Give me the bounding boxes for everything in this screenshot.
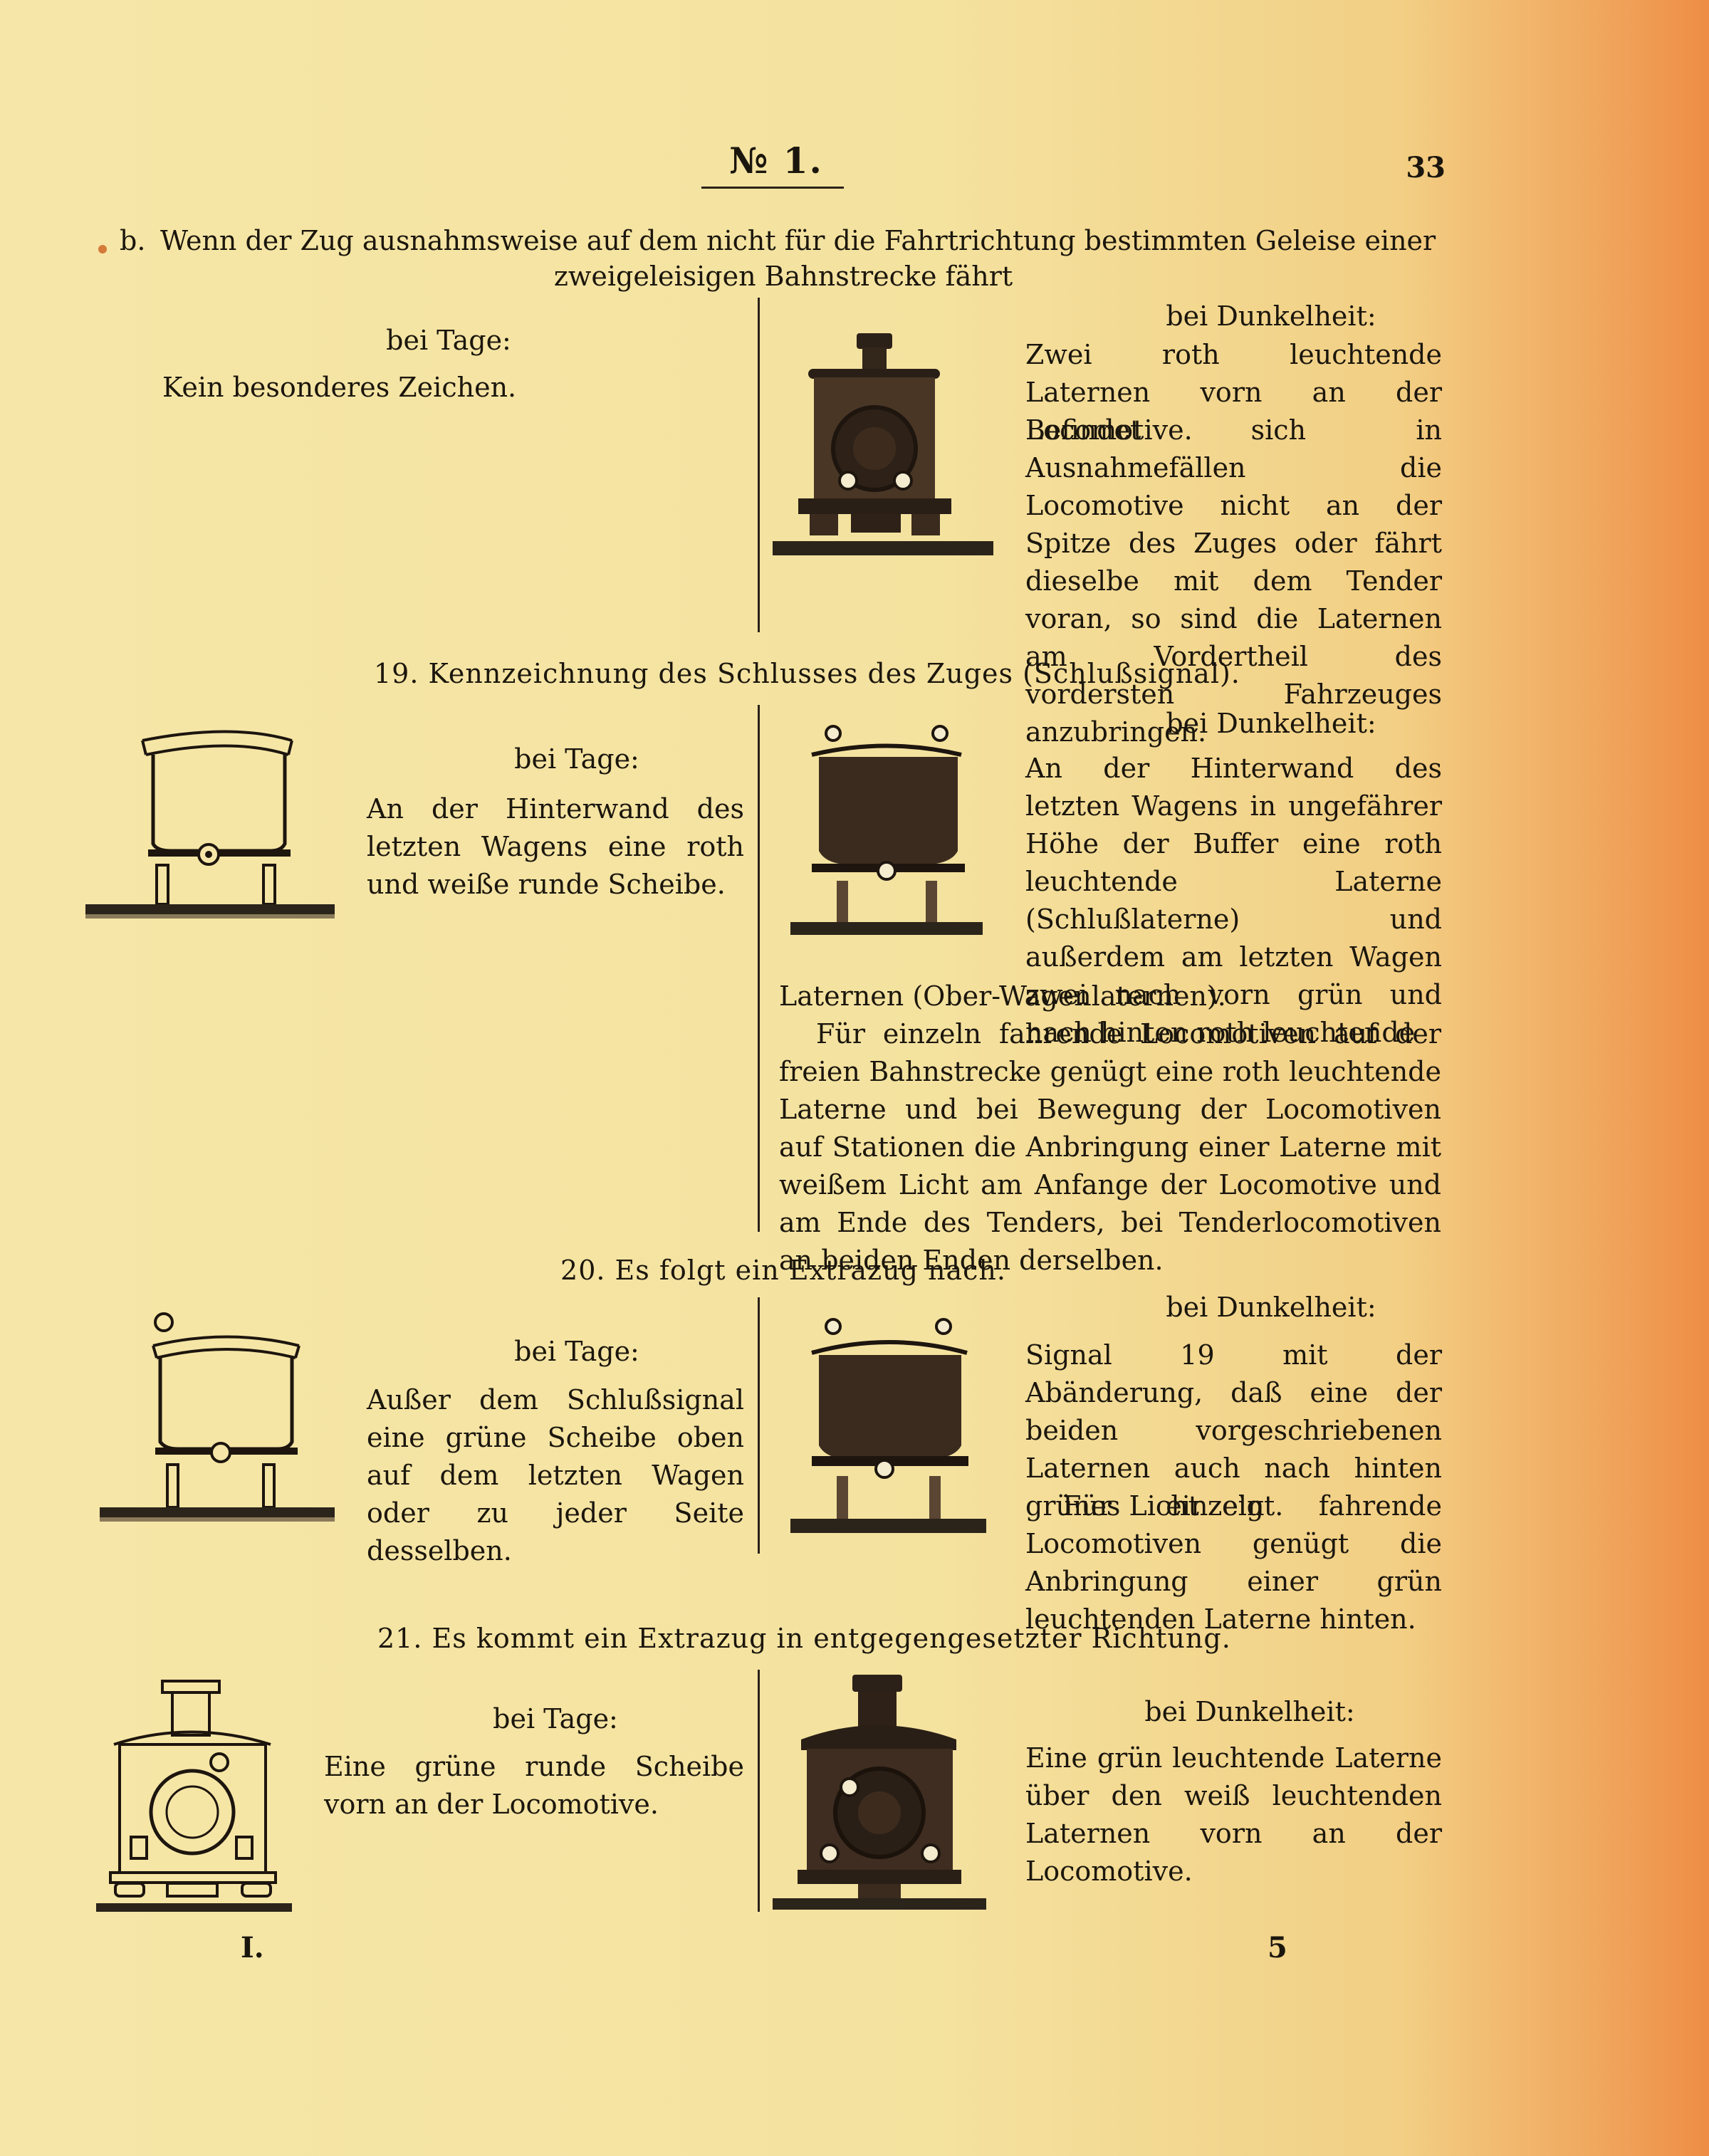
section-20-night-p2: Für einzeln fahrende Locomotiven genügt … <box>1025 1490 1442 1635</box>
section-b-night-p2: Befindet sich in Ausnahmefällen die Loco… <box>1025 414 1442 748</box>
locomotive-front-night-illustration <box>773 1675 986 1910</box>
section-19-night-heading: bei Dunkelheit: <box>1166 708 1376 739</box>
locomotive-front-outline-illustration <box>96 1680 292 1912</box>
section-19-day-text: An der Hinterwand des letzten Wagens ein… <box>367 793 744 900</box>
wagon-rear-extra-illustration <box>100 1312 335 1522</box>
section-b-day-text: Kein besonderes Zeichen. <box>162 372 517 403</box>
footer-signature: I. <box>241 1931 264 1964</box>
section-20-day-text: Außer dem Schlußsignal eine grüne Scheib… <box>367 1384 744 1566</box>
wagon-rear-extra-night-illustration <box>790 1318 986 1533</box>
column-divider <box>758 1670 760 1912</box>
header-rule <box>701 187 844 189</box>
column-divider <box>758 705 760 1232</box>
section-20-night-p1: Signal 19 mit der Abänderung, daß eine d… <box>1025 1339 1442 1522</box>
section-19-night-p1: An der Hinterwand des letzten Wagens in … <box>1025 753 1442 1048</box>
section-21-day-text: Eine grüne runde Scheibe vorn an der Loc… <box>324 1751 744 1820</box>
section-b-night-p1: Zwei roth leuchtende Laternen vorn an de… <box>1025 339 1442 446</box>
section-21-day-heading: bei Tage: <box>493 1703 618 1734</box>
section-19-day-heading: bei Tage: <box>514 743 639 775</box>
column-divider <box>758 298 760 632</box>
section-20-day-heading: bei Tage: <box>514 1336 639 1367</box>
section-b-label: b. <box>120 225 146 256</box>
section-b-night-heading: bei Dunkelheit: <box>1166 300 1376 332</box>
section-b-day-heading: bei Tage: <box>386 325 511 356</box>
section-19-night-p1-cont: Laternen (Ober-Wagenlaternen). <box>779 980 1226 1012</box>
locomotive-front-illustration <box>773 333 993 555</box>
section-21-night-p1: Eine grün leuchtende Laterne über den we… <box>1025 1742 1442 1887</box>
column-divider <box>758 1297 760 1554</box>
section-20-title: 20. Es folgt ein Extrazug nach. <box>560 1255 1006 1286</box>
wagon-rear-illustration <box>85 730 335 919</box>
document-number: № 1. <box>729 140 823 182</box>
section-19-night-p2: Für einzeln fahrende Locomotiven auf der… <box>779 1018 1441 1276</box>
section-21-night-heading: bei Dunkelheit: <box>1144 1696 1355 1727</box>
page-number: 33 <box>1406 151 1446 184</box>
footer-sheet-number: 5 <box>1268 1931 1287 1964</box>
wagon-rear-night-illustration <box>790 725 983 935</box>
section-20-night-heading: bei Dunkelheit: <box>1166 1292 1376 1323</box>
ink-speck <box>98 245 107 253</box>
section-19-title: 19. Kennzeichnung des Schlusses des Zuge… <box>374 658 1240 689</box>
section-b-line1: Wenn der Zug ausnahmsweise auf dem nicht… <box>160 225 1436 256</box>
section-21-title: 21. Es kommt ein Extrazug in entgegenges… <box>377 1623 1231 1654</box>
section-b-line2: zweigeleisigen Bahnstrecke fährt <box>553 261 1013 292</box>
